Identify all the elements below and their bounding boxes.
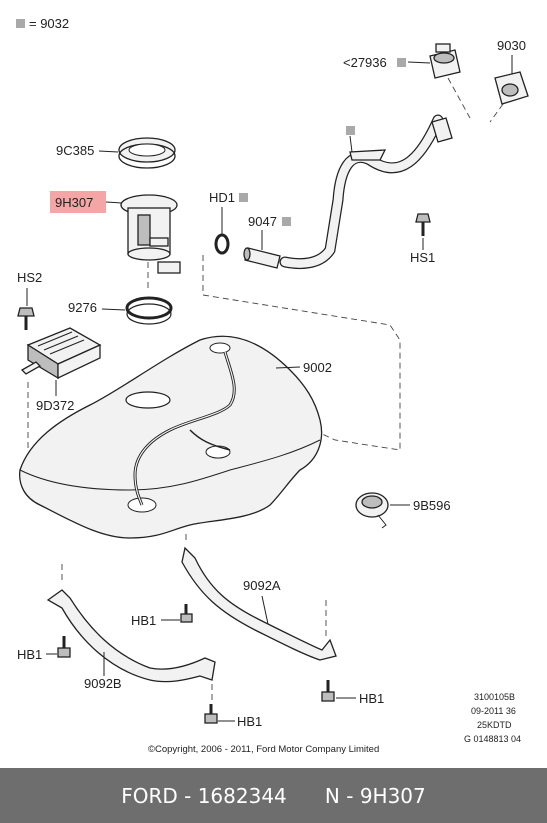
label-9h307: 9H307 <box>55 195 93 210</box>
bolt-hb1-b <box>57 636 71 658</box>
ref-line-2: 09-2011 36 <box>471 706 516 716</box>
tank-strap-9092a <box>181 546 337 661</box>
lock-ring-9c385 <box>118 137 176 169</box>
pipe-9032-marker <box>346 126 355 135</box>
screw-hs2 <box>17 307 35 330</box>
footer-brand-number: FORD - 1682344 <box>121 783 287 808</box>
label-27936: <27936 <box>343 55 387 70</box>
label-hb1-c: HB1 <box>359 691 384 706</box>
hose-9047 <box>243 247 281 269</box>
bolt-hb1-c <box>321 680 335 702</box>
bolt-hb1-d <box>204 704 218 724</box>
label-9002: 9002 <box>303 360 332 375</box>
ref-line-4: G 0148813 04 <box>464 734 521 744</box>
tank-strap-9092b <box>46 589 216 683</box>
fuel-pump-module-9h307 <box>120 194 181 274</box>
footer-gap <box>287 784 325 808</box>
filler-neck-cap <box>429 43 461 79</box>
label-9h307-highlight <box>50 191 106 213</box>
label-9092b: 9092B <box>84 676 122 691</box>
valve-9030 <box>494 71 529 105</box>
copyright-text: ©Copyright, 2006 - 2011, Ford Motor Comp… <box>148 744 379 755</box>
label-hb1-a: HB1 <box>131 613 156 628</box>
label-9d372: 9D372 <box>36 398 74 413</box>
label-9c385: 9C385 <box>56 143 94 158</box>
label-9047: 9047 <box>248 214 277 229</box>
connection-frame <box>202 255 401 451</box>
reference-block: 3100105B 09-2011 36 25KDTD G 0148813 04 <box>464 692 521 744</box>
bolt-hb1-a <box>180 604 193 623</box>
label-9030: 9030 <box>497 38 526 53</box>
label-9092a: 9092A <box>243 578 281 593</box>
filler-pipe <box>279 114 453 269</box>
footer-part-number: N - 9H307 <box>324 783 426 808</box>
ref-line-1: 3100105B <box>474 692 515 702</box>
label-hb1-b: HB1 <box>17 647 42 662</box>
ref-line-3: 25KDTD <box>477 720 512 730</box>
hose-9032-marker <box>282 217 291 226</box>
seal-9276 <box>125 296 173 325</box>
sender-9b596 <box>355 492 389 529</box>
fuel-system-diagram: = 9032 <27936 9030 HS1 HD1 9047 <box>16 16 529 755</box>
legend-swatch <box>16 19 25 28</box>
hd1-9032-marker <box>239 193 248 202</box>
label-hs2: HS2 <box>17 270 42 285</box>
clamp-hd1 <box>214 233 230 255</box>
control-module-9d372 <box>20 327 102 380</box>
label-hb1-d: HB1 <box>237 714 262 729</box>
label-9276: 9276 <box>68 300 97 315</box>
cap-9032-marker <box>397 58 406 67</box>
legend-text: = 9032 <box>29 16 69 31</box>
label-hs1: HS1 <box>410 250 435 265</box>
label-9b596: 9B596 <box>413 498 451 513</box>
part-number-footer: FORD - 1682344 N - 9H307 <box>0 768 547 823</box>
label-hd1: HD1 <box>209 190 235 205</box>
fuel-tank-9002 <box>19 335 323 539</box>
screw-hs1 <box>415 213 431 236</box>
